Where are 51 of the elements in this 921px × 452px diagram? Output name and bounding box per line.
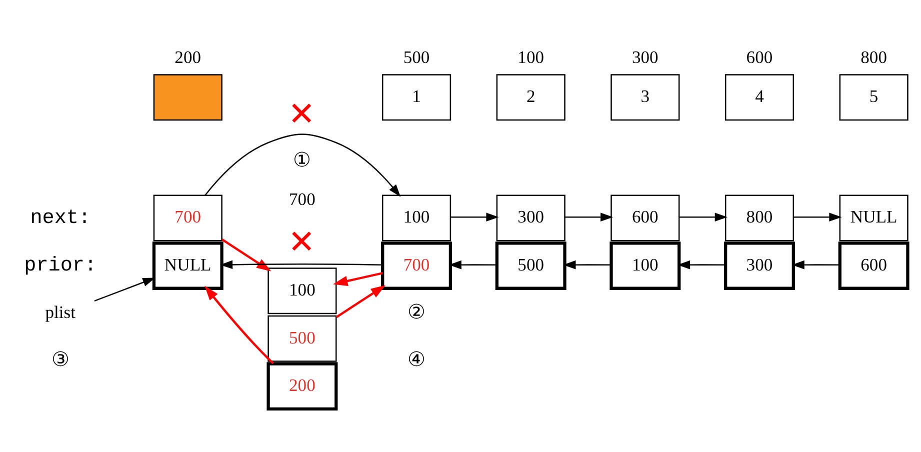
edge-label: ✕: [288, 224, 316, 260]
node-box: 200: [266, 362, 338, 410]
arrow: [94, 277, 156, 302]
node-box: 5: [839, 74, 908, 120]
node-box: 300: [724, 241, 795, 290]
arrow: [204, 285, 274, 364]
node-box: 500: [268, 314, 337, 362]
label: ③: [51, 350, 70, 373]
node-box: 100: [268, 267, 337, 314]
arrow: [792, 260, 840, 269]
node-box: 1: [382, 74, 452, 120]
arrow: [204, 133, 401, 196]
node-box: 100: [382, 194, 452, 241]
label: ②: [408, 302, 426, 325]
node-label: 700: [289, 188, 316, 209]
arrow: [336, 284, 386, 318]
arrow: [221, 238, 272, 271]
node-label: 500: [403, 46, 430, 67]
node-box: 2: [496, 74, 566, 120]
node-label: 100: [518, 46, 544, 67]
node-box: 800: [724, 194, 794, 241]
arrow: [679, 212, 728, 221]
label: ④: [408, 350, 426, 373]
arrow: [794, 212, 842, 221]
label: prior:: [24, 254, 97, 278]
node-box: 700: [153, 194, 222, 241]
node-box: NULL: [152, 241, 224, 290]
arrow: [563, 260, 612, 269]
node-box: NULL: [839, 194, 908, 241]
label: next:: [30, 206, 91, 230]
node-box: 500: [495, 241, 566, 290]
node-label: 600: [746, 46, 773, 67]
node-text: plist: [45, 302, 76, 322]
node-box: 600: [838, 241, 910, 290]
arrow: [220, 260, 383, 269]
node-box: [153, 74, 222, 120]
arrow: [565, 212, 614, 221]
arrow: [448, 260, 497, 269]
node-label: 300: [632, 46, 658, 67]
label: ①: [293, 150, 312, 173]
node-box: 4: [724, 74, 794, 120]
node-label: 200: [174, 46, 202, 67]
arrow: [333, 272, 383, 286]
node-label: 800: [860, 46, 888, 67]
arrow: [450, 212, 499, 221]
node-box: 3: [610, 74, 680, 120]
node-box: 100: [610, 241, 681, 290]
node-box: 300: [496, 194, 566, 241]
node-box: 700: [381, 241, 452, 290]
edge-label: ✕: [288, 96, 316, 132]
node-box: 600: [610, 194, 680, 241]
